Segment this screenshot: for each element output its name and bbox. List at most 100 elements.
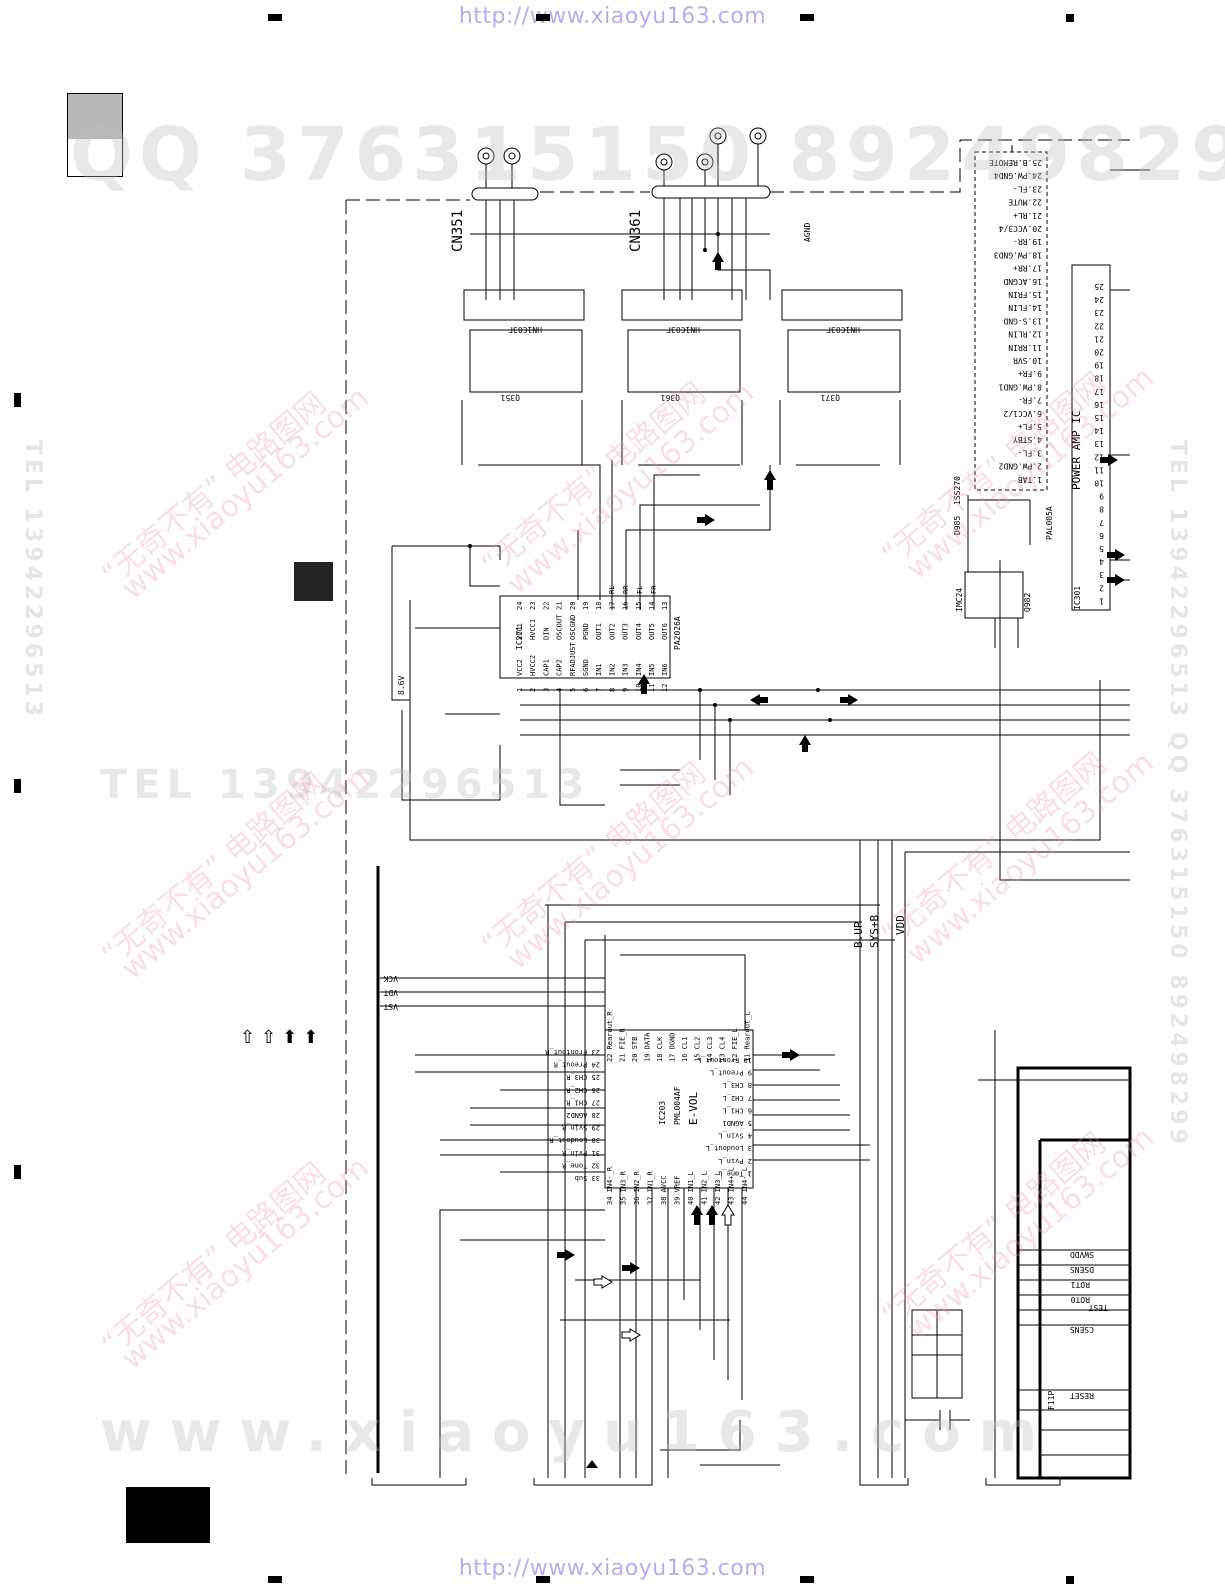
q371-ref: Q371: [821, 393, 840, 402]
ic203-pin-label: 32 Tone_R: [561, 1161, 600, 1169]
ic271-pin-name: OSCGND: [569, 615, 577, 640]
ic203-pin-label: 27 CH1_R: [565, 1098, 600, 1106]
power-amp-ic-pin-number: 20: [1094, 348, 1104, 357]
ic203-pin-label: 18 CLK: [656, 1036, 664, 1062]
signal-label-test: TEST: [1089, 1303, 1108, 1312]
ic271-pin-number: 5: [569, 688, 577, 692]
ic271-ref: IC271: [515, 626, 524, 650]
ic203-ref: IC203: [658, 1101, 667, 1125]
ic271-pin-name: VCC2: [516, 659, 524, 676]
ic203-pin-label: 35 IN3_R: [620, 1170, 628, 1205]
hn1c03f-361: HN1C03F: [666, 325, 700, 334]
power-amp-ic-pin-number: 2: [1099, 583, 1104, 592]
signal-label-rot0: ROT0: [1071, 1295, 1090, 1304]
ic203-pin-label: 40 IN1_L: [687, 1171, 695, 1205]
ic271-pin-name: OUT2: [608, 623, 616, 640]
ic271-pin-number: 1: [516, 688, 524, 692]
d985-part: 1SS270: [953, 476, 962, 505]
power-amp-ic-part: PAL005A: [1045, 506, 1054, 540]
power-amp-ic-pin-number: 4: [1099, 557, 1104, 566]
ic271-pin-name: IN1: [595, 663, 603, 676]
power-amp-pin-label: 22.MUTE: [1008, 198, 1042, 207]
ic271-pin-number: 7: [595, 688, 603, 692]
ic271-pin-number: 17: [608, 602, 616, 610]
power-amp-pin-label: 21.RL+: [1013, 211, 1042, 220]
ic203-pin-label: 20 STB: [631, 1037, 639, 1062]
ic271-pins: VCC21HVCC22CAP13CAP24RFADJUST5SGND6IN17I…: [516, 585, 669, 692]
section-tab: [294, 562, 333, 601]
ic271-pin-name: VCC1: [516, 623, 524, 640]
power-amp-ic-pin-number: 21: [1094, 334, 1104, 343]
q351-ref: Q351: [501, 393, 520, 402]
registration-mark: [268, 1576, 282, 1583]
power-amp-pin-label: 16.ACGND: [1003, 277, 1042, 286]
ic271-pin-number: 21: [556, 602, 564, 610]
ic203-pin-label: 30 Loudout_R: [549, 1136, 600, 1144]
power-amp-pin-label: 5.FL+: [1018, 422, 1042, 431]
ic271-pin-number: 14: [648, 602, 656, 610]
ic203-pin-label: 11 Rearout_L: [744, 1011, 752, 1062]
ic203-pin-label: 25 CH3_R: [565, 1073, 600, 1081]
watermark-side-right: TEL 13942296513 QQ 376315150 892498299: [1165, 440, 1190, 1149]
ic203-pin-label: 28 AGND2: [566, 1111, 600, 1119]
ic271-pin-name: HVCC2: [529, 655, 537, 676]
power-amp-pin-label: 3.FL-: [1018, 448, 1042, 457]
power-amp-pin-label: 20.VCC3/4: [998, 224, 1042, 233]
ic203-pin-label: 12 FIE_L: [731, 1028, 739, 1062]
signal-label-reset: RESET: [1070, 1391, 1094, 1400]
ic203-pin-label: 36 IN2_R: [633, 1170, 641, 1205]
ic203-pin-label: 2 Pvin_L: [718, 1157, 752, 1165]
ic203-pin-label: 16 CL1: [681, 1037, 689, 1062]
signal-arrow-legend: ⇧⇧⬆⬆: [240, 1027, 325, 1048]
power-amp-ic-pin-number: 17: [1094, 387, 1104, 396]
ic271-pin-number: 22: [542, 602, 550, 610]
power-amp-ic-pin-number: 23: [1094, 308, 1104, 317]
power-amp-pin-label: 15.FRIN: [1008, 290, 1042, 299]
power-amp-pin-label: 24.PW.GND4: [994, 171, 1042, 180]
ic271-pin-name: IN3: [622, 663, 630, 676]
ic271-pin-name: CAP2: [556, 659, 564, 676]
power-amp-pin-label: 9.FR+: [1018, 369, 1042, 378]
power-amp-pin-label: 7.FR-: [1018, 396, 1042, 405]
d985-ref: D985: [953, 516, 962, 535]
ic271-output-label: FR: [650, 585, 658, 594]
signal-label-rot1: ROT1: [1071, 1280, 1090, 1289]
ic203-pin-label: 19 DATA: [644, 1032, 652, 1062]
ic203-pin-label: 29 Svin_R: [561, 1124, 600, 1132]
power-amp-ic-pin-number: 19: [1094, 361, 1104, 370]
ic203-pins: 22 Rearout_R 21 FIE_R 20 STB 19 DATA 18 CLK 1…: [544, 1011, 752, 1205]
ic271-pin-number: 6: [582, 688, 590, 692]
q982-part: IMC24: [955, 588, 964, 612]
ic271-pin-number: 3: [542, 688, 550, 692]
power-amp-ic-pin-number: 13: [1094, 439, 1104, 448]
power-amp-ic-pin-number: 25: [1094, 282, 1104, 291]
ic271-pin-name: IN6: [661, 663, 669, 676]
ic203-pin-label: 43 IN4+_L: [728, 1167, 736, 1205]
ic203-pin-label: 41 IN2_L: [701, 1171, 709, 1205]
ic271-pin-name: IN5: [648, 663, 656, 676]
registration-mark: [800, 1576, 814, 1583]
power-amp-ic-pin-number: 22: [1094, 321, 1104, 330]
power-amp-ic-pin-number: 3: [1099, 570, 1104, 579]
ic271-pin-number: 16: [622, 602, 630, 610]
registration-mark: [536, 1576, 550, 1583]
signal-label-f11p: F11P: [1047, 1391, 1056, 1410]
ic203-pin-label: 22 Rearout_R: [606, 1011, 614, 1062]
watermark-url-top[interactable]: http://www.xiaoyu163.com: [458, 4, 767, 29]
hn1c03f-351: HN1C03F: [508, 325, 542, 334]
power-amp-ic-pin-number: 8: [1099, 505, 1104, 514]
ic271-pin-name: OUT4: [635, 623, 643, 640]
ctrl-line-vdt: VDT: [383, 988, 398, 997]
registration-mark: [14, 779, 21, 793]
power-amp-ic-pin-number: 18: [1094, 374, 1104, 383]
signal-label-dsens: DSENS: [1070, 1265, 1094, 1274]
power-amp-pin-label: 17.RR+: [1013, 264, 1042, 273]
watermark-url-bottom[interactable]: http://www.xiaoyu163.com: [458, 1556, 767, 1581]
ic203-pin-label: 21 FIE_R: [619, 1027, 627, 1062]
power-amp-ic-pin-number: 11: [1094, 465, 1104, 474]
ic271-output-label: RR: [622, 585, 630, 594]
power-amp-pin-label: 14.FLIN: [1008, 303, 1042, 312]
ic271-pin-number: 8: [608, 688, 616, 692]
